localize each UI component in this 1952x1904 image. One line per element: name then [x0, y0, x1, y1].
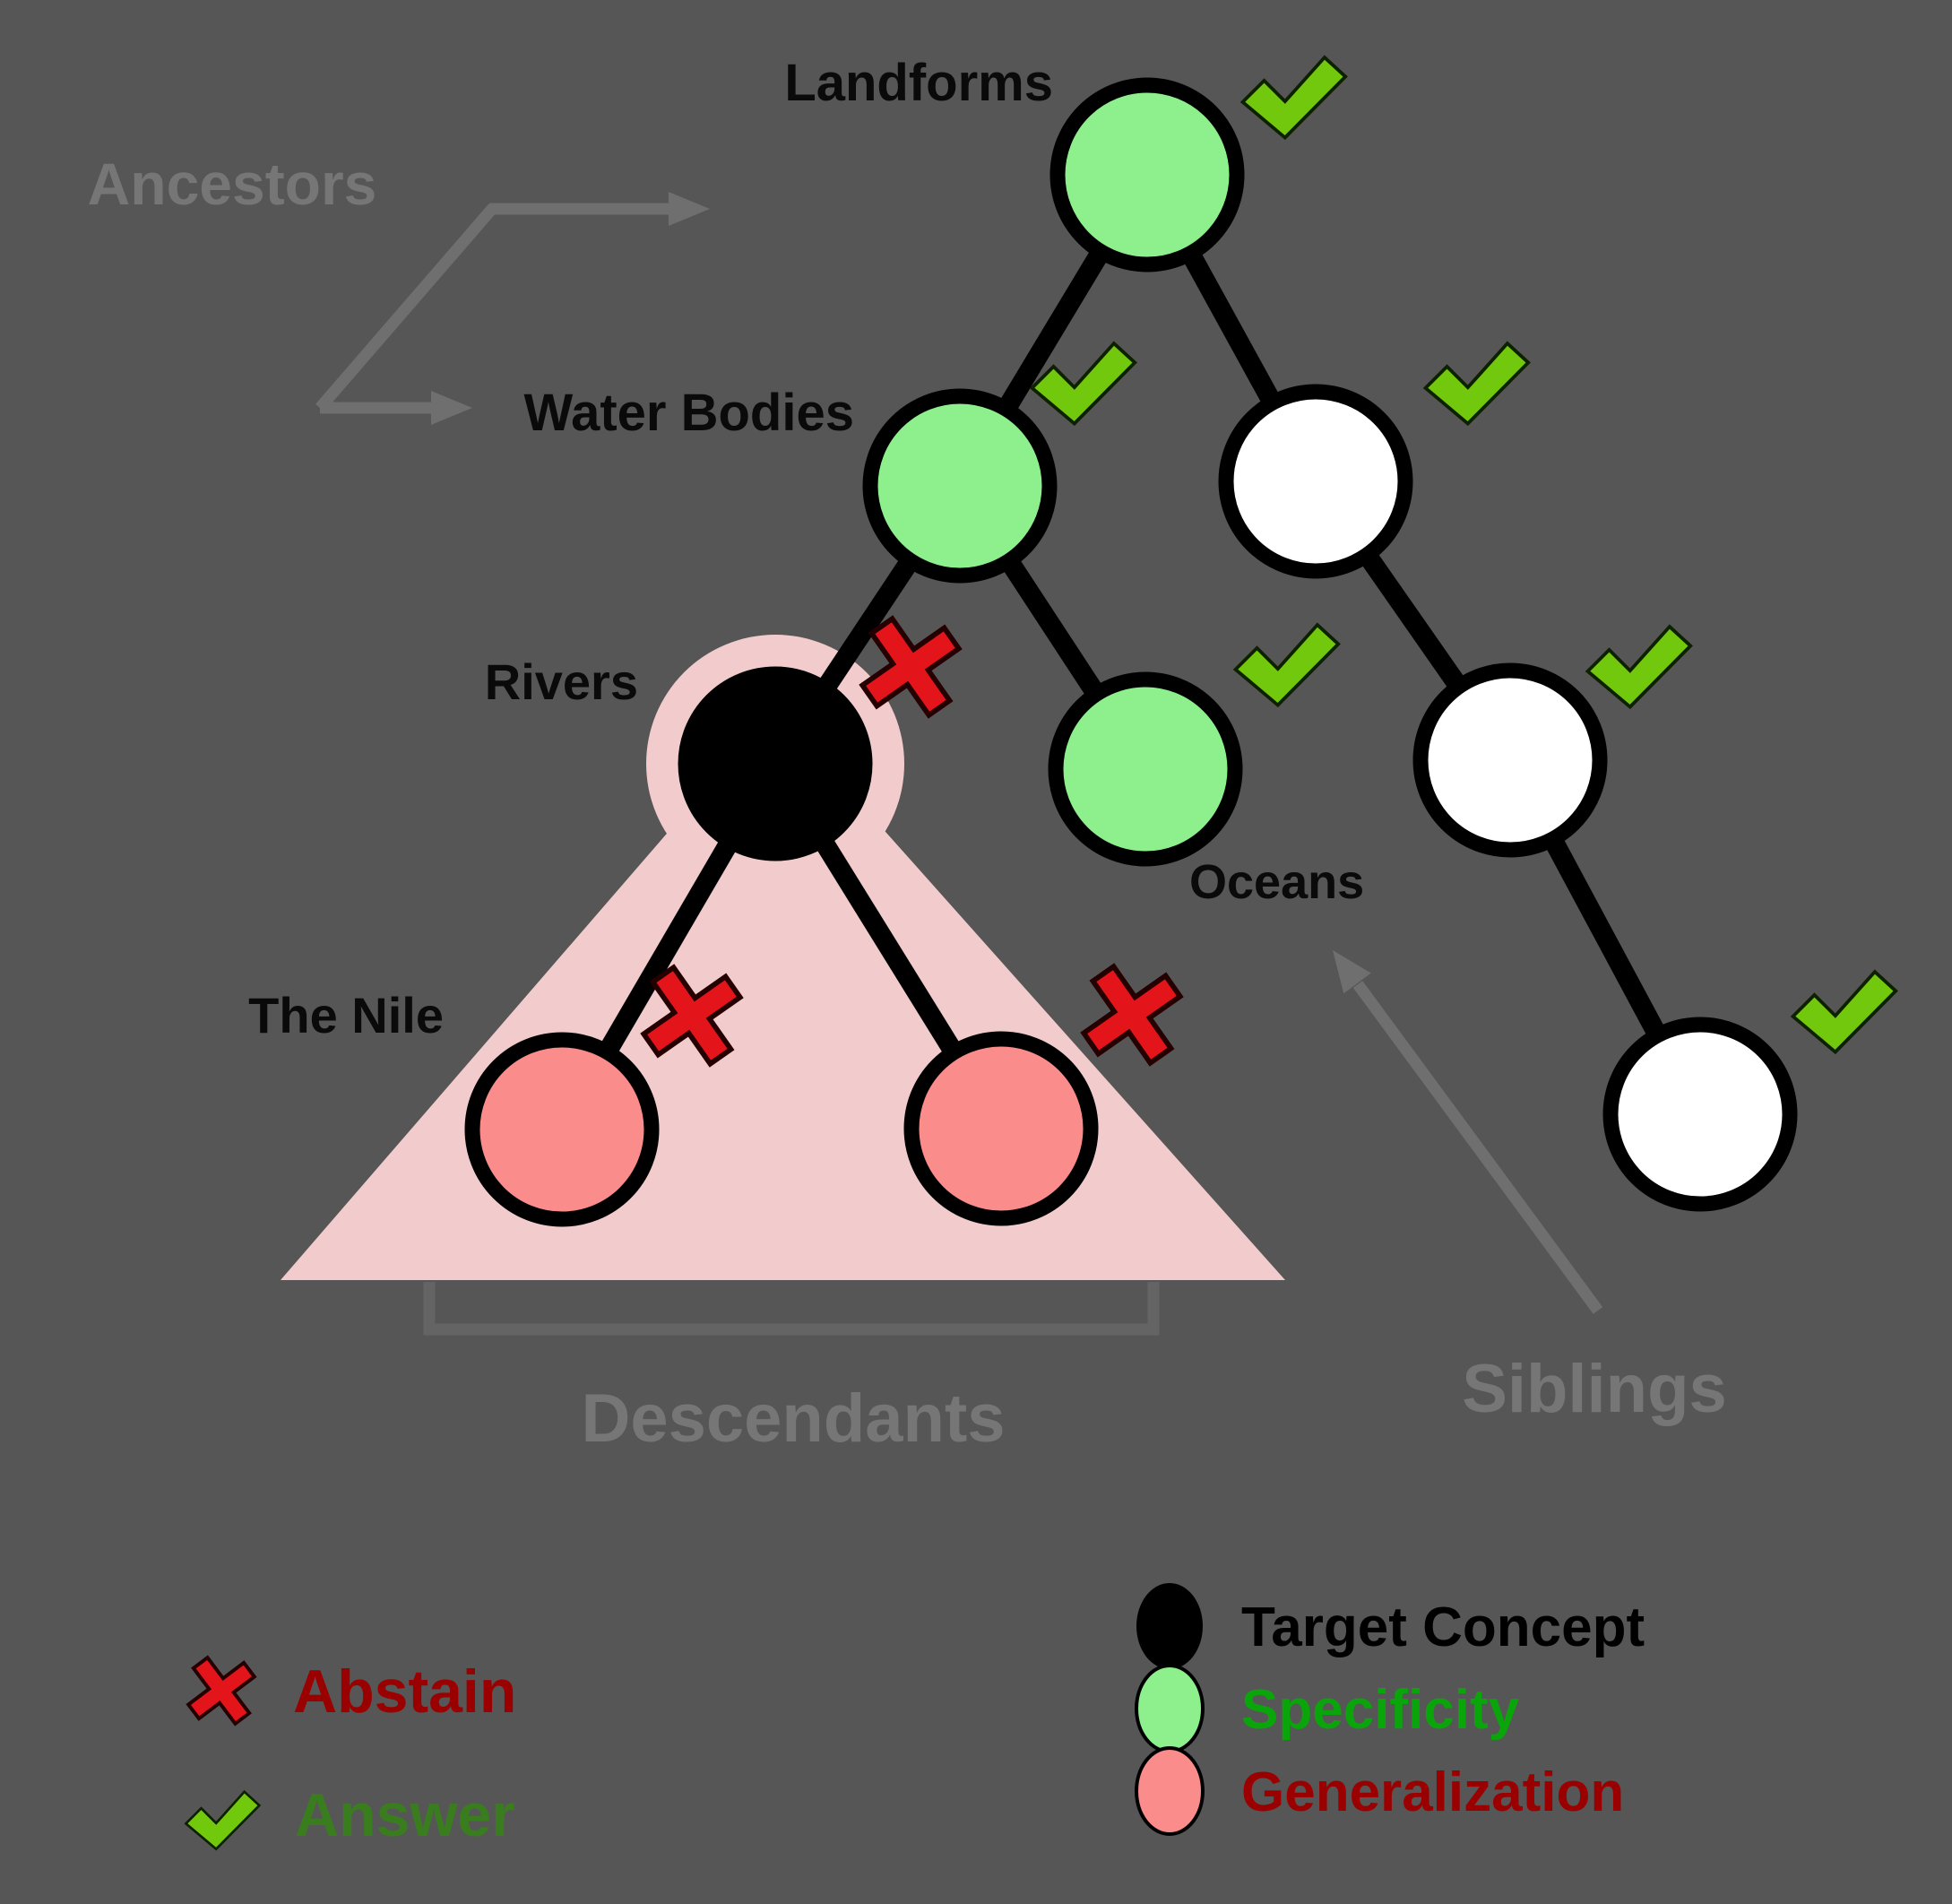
descendants-bracket: [423, 1282, 1160, 1336]
node-rivers-target: [678, 666, 873, 861]
ancestors-label: Ancestors: [88, 151, 377, 217]
siblings-arrow: [1352, 981, 1603, 1314]
abstain-label: Abstain: [293, 1657, 516, 1726]
label-the-nile: The Nile: [248, 987, 444, 1043]
siblings-label: Siblings: [1462, 1351, 1727, 1427]
node-nile-sibling: [903, 1031, 1099, 1226]
specificity-label: Specificity: [1241, 1679, 1520, 1741]
node-water-bodies: [862, 388, 1058, 584]
annotation-arrows: [315, 192, 1603, 1336]
answer-label: Answer: [295, 1781, 515, 1849]
legend-node-types: Target Concept Specificity Generalizatio…: [1135, 1583, 1645, 1836]
node-the-nile: [464, 1032, 660, 1227]
target-concept-label: Target Concept: [1241, 1597, 1645, 1658]
target-concept-swatch: [1136, 1583, 1203, 1669]
node-oceans: [1048, 671, 1243, 867]
node-sibling-mid: [1412, 662, 1608, 858]
label-landforms: Landforms: [784, 54, 1053, 112]
specificity-swatch: [1135, 1664, 1205, 1753]
tree-nodes: [464, 77, 1798, 1227]
node-landforms: [1049, 77, 1245, 273]
node-labels: Landforms Water Bodies Rivers Oceans The…: [248, 54, 1364, 1043]
generalization-swatch: [1135, 1746, 1205, 1836]
legend-marks: Abstain Answer: [185, 1654, 516, 1850]
descendants-label: Descendants: [581, 1380, 1005, 1457]
ancestors-arrow-to-landforms: [315, 203, 674, 412]
generalization-label: Generalization: [1241, 1761, 1624, 1823]
label-rivers: Rivers: [485, 653, 638, 710]
node-sibling-top: [1218, 384, 1413, 579]
node-sibling-bottom: [1602, 1017, 1798, 1212]
annotation-labels: Ancestors Descendants Siblings: [88, 151, 1727, 1457]
label-oceans: Oceans: [1189, 855, 1364, 909]
label-water-bodies: Water Bodies: [524, 384, 854, 442]
